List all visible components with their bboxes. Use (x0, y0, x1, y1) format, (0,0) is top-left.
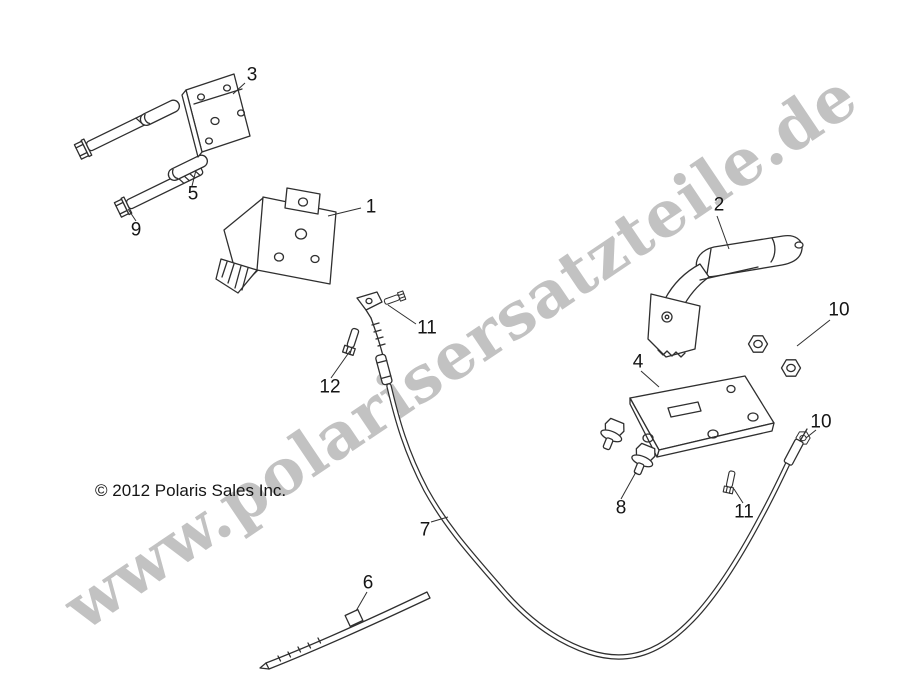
part-9-bolts (73, 102, 207, 219)
copyright-text: © 2012 Polaris Sales Inc. (95, 481, 287, 500)
part-6-cable-tie (259, 591, 431, 670)
callout-leader-lines (127, 82, 831, 612)
callout-2: 2 (713, 194, 725, 216)
callout-1: 1 (365, 196, 377, 218)
callout-8: 8 (615, 497, 627, 519)
callout-6: 6 (362, 572, 374, 594)
part-5-spacer-1 (137, 97, 183, 129)
part-2-brake-lever (647, 234, 804, 358)
callout-9: 9 (130, 219, 142, 241)
callout-11-a: 11 (417, 317, 437, 339)
callout-10-b: 10 (810, 411, 832, 433)
part-10-nut-1 (747, 335, 769, 353)
callout-10-a: 10 (828, 299, 850, 321)
callout-4: 4 (632, 351, 644, 373)
callout-12: 12 (319, 376, 341, 398)
callout-7: 7 (419, 519, 431, 541)
part-3-bracket-plate (181, 73, 251, 158)
part-11-screw-upper (382, 290, 407, 307)
part-1-mount-bracket (215, 187, 337, 294)
part-10-nut-2 (780, 359, 802, 377)
callout-11-b: 11 (734, 501, 754, 523)
cable-clevis (356, 291, 393, 386)
part-8-bolt-1 (595, 416, 629, 454)
callout-5: 5 (187, 183, 199, 205)
part-12-screw (341, 326, 362, 357)
part-7-brake-cable (386, 383, 808, 660)
callout-3: 3 (246, 64, 258, 86)
part-4-mount-plate (629, 375, 775, 458)
